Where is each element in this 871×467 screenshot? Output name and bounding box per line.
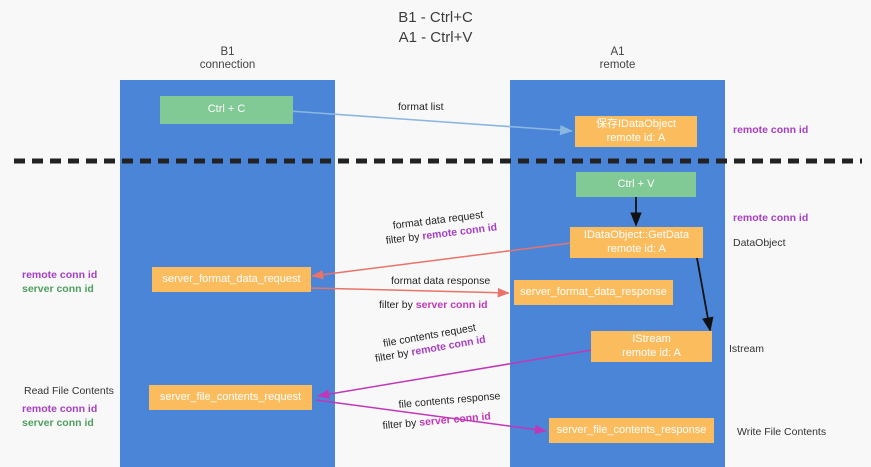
node-server-file-contents-request[interactable]: server_file_contents_request [149, 385, 312, 410]
edge-label-format-data-response-filter: filter by server conn id [379, 298, 488, 312]
right-note-remote-conn-id-top-text: remote conn id [733, 124, 809, 136]
node-ctrl-c[interactable]: Ctrl + C [160, 96, 293, 124]
left-note-server-conn-id: server conn id [22, 283, 94, 295]
node-istream[interactable]: IStream remote id: A [591, 331, 712, 362]
right-note-remote-conn-id-mid-text: remote conn id [733, 212, 809, 224]
left-note-read-file-contents-title: Read File Contents [24, 385, 114, 397]
right-note-write-file-contents: Write File Contents [737, 426, 827, 438]
node-server-format-data-request[interactable]: server_format_data_request [152, 267, 311, 292]
filter-prefix: filter by [382, 416, 420, 432]
node-idataobject-getdata-title: IDataObject::GetData [583, 229, 690, 241]
filter-prefix: filter by [374, 346, 413, 365]
filter-key-server-conn-id: server conn id [415, 299, 488, 311]
title-line-1: B1 - Ctrl+C [398, 9, 473, 26]
node-server-format-data-response-label: server_format_data_response [520, 285, 667, 298]
left-note-read-file-contents: Read File Contents [24, 384, 114, 398]
left-note-remote-conn-id: remote conn id [22, 269, 98, 281]
node-save-idataobject-subtitle: remote id: A [606, 131, 666, 144]
right-note-istream: Istream [729, 343, 765, 355]
lane-header-b1-role: connection [199, 59, 256, 71]
right-note-dataobject: DataObject [733, 237, 786, 249]
node-istream-title: IStream [632, 333, 671, 345]
edge-label-file-contents-response-filter: filter by server conn id [382, 410, 491, 433]
left-note-conn-ids-file: remote conn id server conn id [22, 402, 97, 430]
lane-header-a1-role: remote [599, 59, 636, 71]
node-server-format-data-request-label: server_format_data_request [162, 272, 301, 285]
node-idataobject-getdata[interactable]: IDataObject::GetData remote id: A [570, 227, 703, 258]
left-note-conn-ids-format: remote conn id server conn id [22, 268, 97, 296]
left-note-remote-conn-id-2: remote conn id [22, 403, 98, 415]
node-istream-subtitle: remote id: A [622, 346, 681, 359]
right-note-remote-conn-id-top: remote conn id [733, 123, 808, 137]
lane-header-b1-name: B1 [220, 46, 235, 58]
node-server-file-contents-request-label: server_file_contents_request [159, 390, 302, 403]
edge-label-format-list: format list [398, 101, 444, 113]
lane-header-a1-name: A1 [610, 46, 625, 58]
filter-prefix: filter by [385, 230, 424, 247]
edge-label-file-contents-response: file contents response [398, 390, 501, 411]
left-note-server-conn-id-2: server conn id [22, 417, 94, 429]
right-note-remote-conn-id-mid: remote conn id [733, 211, 808, 225]
title-line-2: A1 - Ctrl+V [398, 29, 473, 46]
node-ctrl-v-label: Ctrl + V [617, 177, 655, 190]
node-server-format-data-response[interactable]: server_format_data_response [514, 280, 673, 305]
node-server-file-contents-response[interactable]: server_file_contents_response [549, 418, 714, 443]
node-idataobject-getdata-subtitle: remote id: A [607, 242, 666, 255]
connector-format-data-response [309, 287, 510, 298]
filter-prefix: filter by [379, 299, 416, 311]
node-server-file-contents-response-label: server_file_contents_response [556, 423, 707, 436]
filter-key-server-conn-id: server conn id [418, 410, 492, 429]
node-save-idataobject-title: 保存IDataObject [595, 118, 677, 130]
edge-label-format-data-response: format data response [391, 275, 491, 287]
node-ctrl-c-label: Ctrl + C [207, 103, 246, 116]
lane-header-b1: B1 connection [120, 46, 335, 72]
lane-header-a1: A1 remote [510, 46, 725, 72]
page-title: B1 - Ctrl+C A1 - Ctrl+V [0, 8, 871, 48]
node-ctrl-v[interactable]: Ctrl + V [576, 172, 696, 197]
node-save-idataobject[interactable]: 保存IDataObject remote id: A [575, 116, 697, 147]
